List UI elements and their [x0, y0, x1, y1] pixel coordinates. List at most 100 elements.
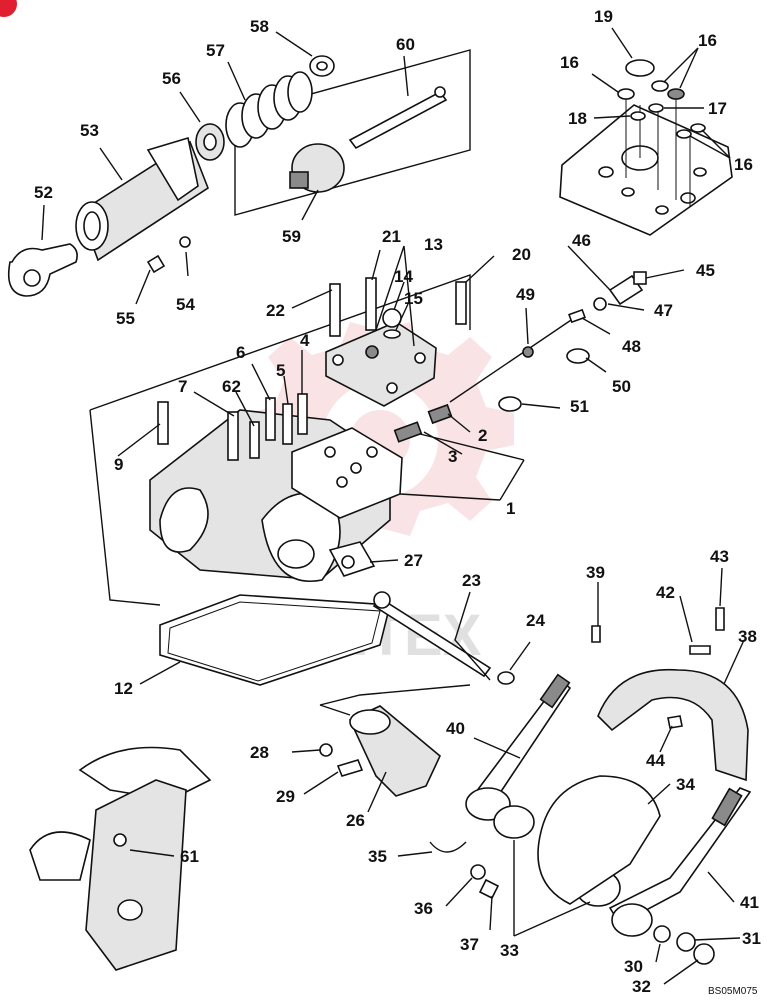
callout-50: 50 [612, 377, 631, 396]
inset-frame-60 [234, 49, 471, 216]
clevis-hole [23, 269, 41, 287]
callout-24: 24 [526, 611, 545, 630]
lever-handle-41 [711, 787, 743, 827]
callout-34: 34 [676, 775, 695, 794]
ball-part-49 [522, 346, 534, 358]
callout-31: 31 [742, 929, 761, 948]
callout-39: 39 [586, 563, 605, 582]
callout-4: 4 [300, 331, 310, 350]
callout-23: 23 [462, 571, 481, 590]
assembled-arm [29, 831, 91, 881]
callout-49: 49 [516, 285, 535, 304]
callout-28: 28 [250, 743, 269, 762]
bolt-part-62 [249, 421, 260, 459]
sleeve-flange [146, 136, 199, 202]
housing-frame-left [89, 409, 161, 606]
screw-part-55 [146, 254, 166, 274]
washer-part-30 [653, 925, 671, 943]
callout-15: 15 [404, 289, 423, 308]
seal-part-47 [593, 297, 607, 311]
callout-2: 2 [478, 426, 487, 445]
seal-part-15 [383, 329, 401, 339]
bracket-part-42 [689, 645, 711, 655]
knob-part-32 [693, 943, 715, 965]
guide-part-38 [597, 668, 749, 782]
callout-56: 56 [162, 69, 181, 88]
housing-frame-upper [89, 274, 471, 411]
cover-part-34 [537, 775, 661, 905]
clip-part-35 [429, 841, 467, 853]
callout-12: 12 [114, 679, 133, 698]
callout-62: 62 [222, 377, 241, 396]
stop-part-44 [667, 715, 683, 729]
callout-40: 40 [446, 719, 465, 738]
bolt-part-29 [336, 759, 364, 777]
callout-33: 33 [500, 941, 519, 960]
fitting-part-3 [393, 421, 423, 443]
lever-handle-40 [539, 673, 571, 709]
seal-part-18 [630, 111, 646, 121]
piston-stem [289, 171, 309, 189]
washer-hole [316, 61, 328, 71]
washer-part-51 [498, 396, 522, 412]
callout-16-right: 16 [734, 155, 753, 174]
rod-part-60 [348, 90, 448, 150]
ring-hole [203, 133, 217, 151]
callout-6: 6 [236, 343, 245, 362]
valve-plate-group [559, 27, 733, 236]
callout-27: 27 [404, 551, 423, 570]
clevis-part-52 [7, 243, 78, 297]
callout-45: 45 [696, 261, 715, 280]
callout-5: 5 [276, 361, 285, 380]
callout-labels: 1 2 3 4 5 6 7 9 12 13 14 15 16 16 16 17 … [34, 7, 761, 996]
washer-part-28 [319, 743, 333, 757]
callout-7: 7 [178, 377, 187, 396]
bolt-part-37 [478, 878, 500, 900]
callout-59: 59 [282, 227, 301, 246]
housing-boss [159, 487, 209, 553]
bolt-part-22 [329, 283, 341, 337]
seal-part-17 [648, 103, 664, 113]
callout-51: 51 [570, 397, 589, 416]
callout-57: 57 [206, 41, 225, 60]
elbow-part-45 [633, 271, 647, 285]
bolt-part-4 [297, 393, 308, 435]
washer-part-50 [566, 348, 590, 364]
nut-part-31 [676, 932, 696, 952]
spring-part-57 [225, 71, 313, 148]
callout-41: 41 [740, 893, 759, 912]
bolt-part-6 [265, 397, 276, 441]
seal-part-16a [617, 88, 635, 100]
callout-52: 52 [34, 183, 53, 202]
callout-1: 1 [506, 499, 515, 518]
bolt-part-21 [365, 277, 377, 331]
callout-47: 47 [654, 301, 673, 320]
callout-22: 22 [266, 301, 285, 320]
main-housing-group [89, 245, 685, 686]
shaft-lever-group [291, 567, 752, 985]
callout-26: 26 [346, 811, 365, 830]
callout-36: 36 [414, 899, 433, 918]
corner-badge [0, 0, 17, 17]
callout-3: 3 [448, 447, 457, 466]
bolt-part-5 [282, 403, 293, 445]
screw-part-39 [591, 625, 601, 643]
callout-44: 44 [646, 751, 665, 770]
seal-part-16d [690, 123, 706, 133]
callout-37: 37 [460, 935, 479, 954]
seal-part-16b [651, 80, 669, 92]
callout-13: 13 [424, 235, 443, 254]
callout-29: 29 [276, 787, 295, 806]
callout-30: 30 [624, 957, 643, 976]
callout-18: 18 [568, 109, 587, 128]
callout-19: 19 [594, 7, 613, 26]
callout-46: 46 [572, 231, 591, 250]
callout-17: 17 [708, 99, 727, 118]
oring-part-19 [625, 59, 655, 77]
rod-eye [434, 86, 446, 98]
callout-16-top: 16 [698, 31, 717, 50]
callout-35: 35 [368, 847, 387, 866]
sleeve-bore [83, 211, 101, 241]
bolt-part-7 [227, 411, 239, 461]
